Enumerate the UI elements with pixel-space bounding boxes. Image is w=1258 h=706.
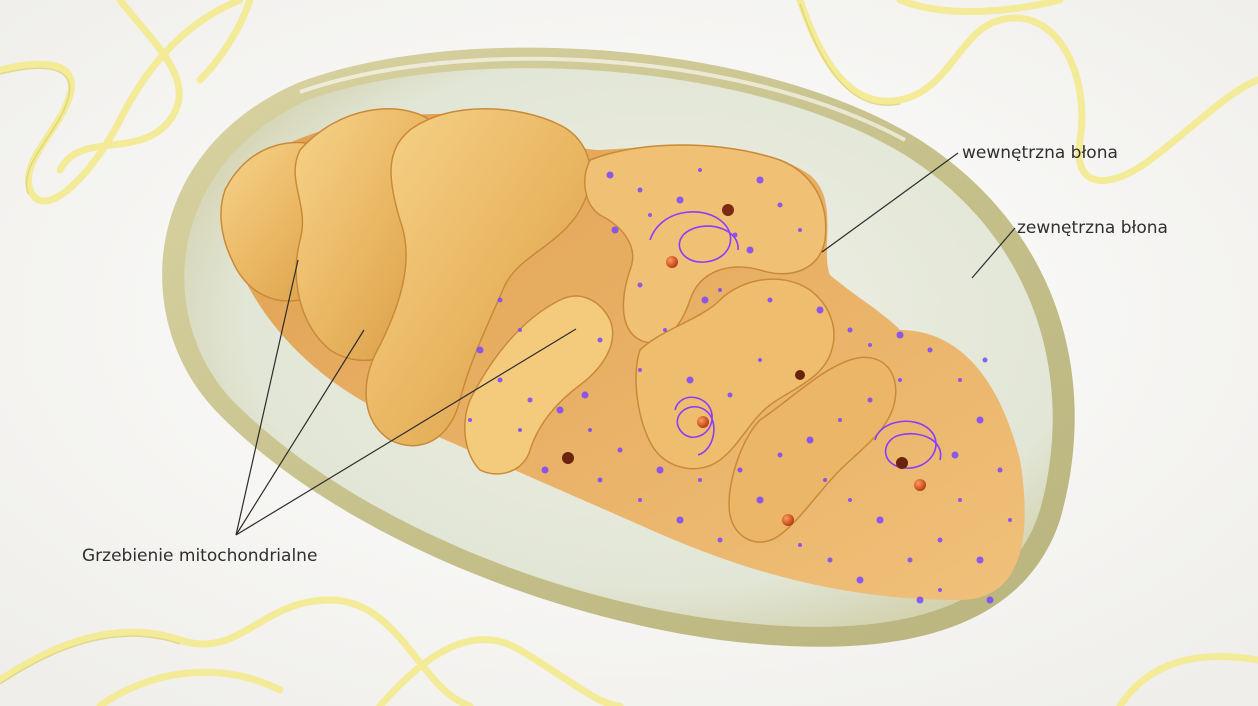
matrix-granule xyxy=(677,197,684,204)
matrix-granule xyxy=(877,517,884,524)
label-outer-membrane: zewnętrzna błona xyxy=(1017,218,1168,238)
matrix-granule xyxy=(648,213,652,217)
ribosome xyxy=(697,416,709,428)
matrix-granule xyxy=(868,398,873,403)
ribosome xyxy=(782,514,794,526)
matrix-granule xyxy=(638,188,643,193)
matrix-granule xyxy=(908,558,913,563)
matrix-granule xyxy=(702,297,709,304)
matrix-granule xyxy=(958,498,962,502)
matrix-granule xyxy=(718,288,722,292)
matrix-granule xyxy=(588,428,592,432)
ribosome xyxy=(666,256,678,268)
matrix-granule xyxy=(917,597,924,604)
matrix-granule xyxy=(468,418,472,422)
matrix-granule xyxy=(638,368,642,372)
matrix-granule xyxy=(898,378,902,382)
matrix-granule xyxy=(977,557,984,564)
matrix-granule xyxy=(757,177,764,184)
matrix-granule xyxy=(868,343,872,347)
matrix-granule xyxy=(657,467,664,474)
matrix-granule xyxy=(848,328,853,333)
label-cristae: Grzebienie mitochondrialne xyxy=(82,546,317,566)
matrix-granule xyxy=(728,393,733,398)
matrix-granule xyxy=(518,428,522,432)
matrix-granule xyxy=(758,358,762,362)
matrix-granule xyxy=(798,543,802,547)
matrix-granule xyxy=(698,168,702,172)
matrix-granule xyxy=(983,358,988,363)
matrix-granule xyxy=(1008,518,1012,522)
matrix-granule xyxy=(778,453,783,458)
matrix-granule xyxy=(618,448,623,453)
matrix-granule xyxy=(838,418,842,422)
matrix-granule xyxy=(747,247,754,254)
matrix-granule xyxy=(598,338,603,343)
label-inner-membrane: wewnętrzna błona xyxy=(962,143,1118,163)
matrix-granule xyxy=(498,298,503,303)
ribosome xyxy=(896,457,908,469)
ribosome xyxy=(914,479,926,491)
matrix-granule xyxy=(542,467,549,474)
matrix-granule xyxy=(498,378,503,383)
matrix-granule xyxy=(817,307,824,314)
matrix-granule xyxy=(638,283,643,288)
ribosome xyxy=(722,204,734,216)
matrix-granule xyxy=(828,558,833,563)
matrix-granule xyxy=(528,398,533,403)
matrix-granule xyxy=(598,478,603,483)
matrix-granule xyxy=(857,577,864,584)
matrix-granule xyxy=(958,378,962,382)
ribosome xyxy=(562,452,574,464)
matrix-granule xyxy=(718,538,723,543)
matrix-granule xyxy=(477,347,484,354)
matrix-granule xyxy=(952,452,959,459)
matrix-granule xyxy=(757,497,764,504)
matrix-granule xyxy=(687,377,694,384)
matrix-granule xyxy=(768,298,773,303)
matrix-granule xyxy=(807,437,814,444)
matrix-granule xyxy=(582,392,589,399)
matrix-granule xyxy=(897,332,904,339)
matrix-granule xyxy=(738,468,743,473)
matrix-granule xyxy=(698,478,702,482)
matrix-granule xyxy=(677,517,684,524)
matrix-granule xyxy=(798,228,802,232)
matrix-granule xyxy=(823,478,827,482)
matrix-granule xyxy=(938,588,942,592)
matrix-granule xyxy=(938,538,943,543)
matrix-granule xyxy=(607,172,614,179)
matrix-granule xyxy=(557,407,564,414)
matrix-granule xyxy=(638,498,642,502)
matrix-granule xyxy=(987,597,994,604)
matrix-granule xyxy=(998,468,1003,473)
matrix-granule xyxy=(663,328,667,332)
matrix-granule xyxy=(518,328,522,332)
matrix-granule xyxy=(977,417,984,424)
ribosome xyxy=(795,370,805,380)
matrix-granule xyxy=(928,348,933,353)
matrix-granule xyxy=(612,227,619,234)
matrix-granule xyxy=(848,498,852,502)
matrix-granule xyxy=(778,203,783,208)
